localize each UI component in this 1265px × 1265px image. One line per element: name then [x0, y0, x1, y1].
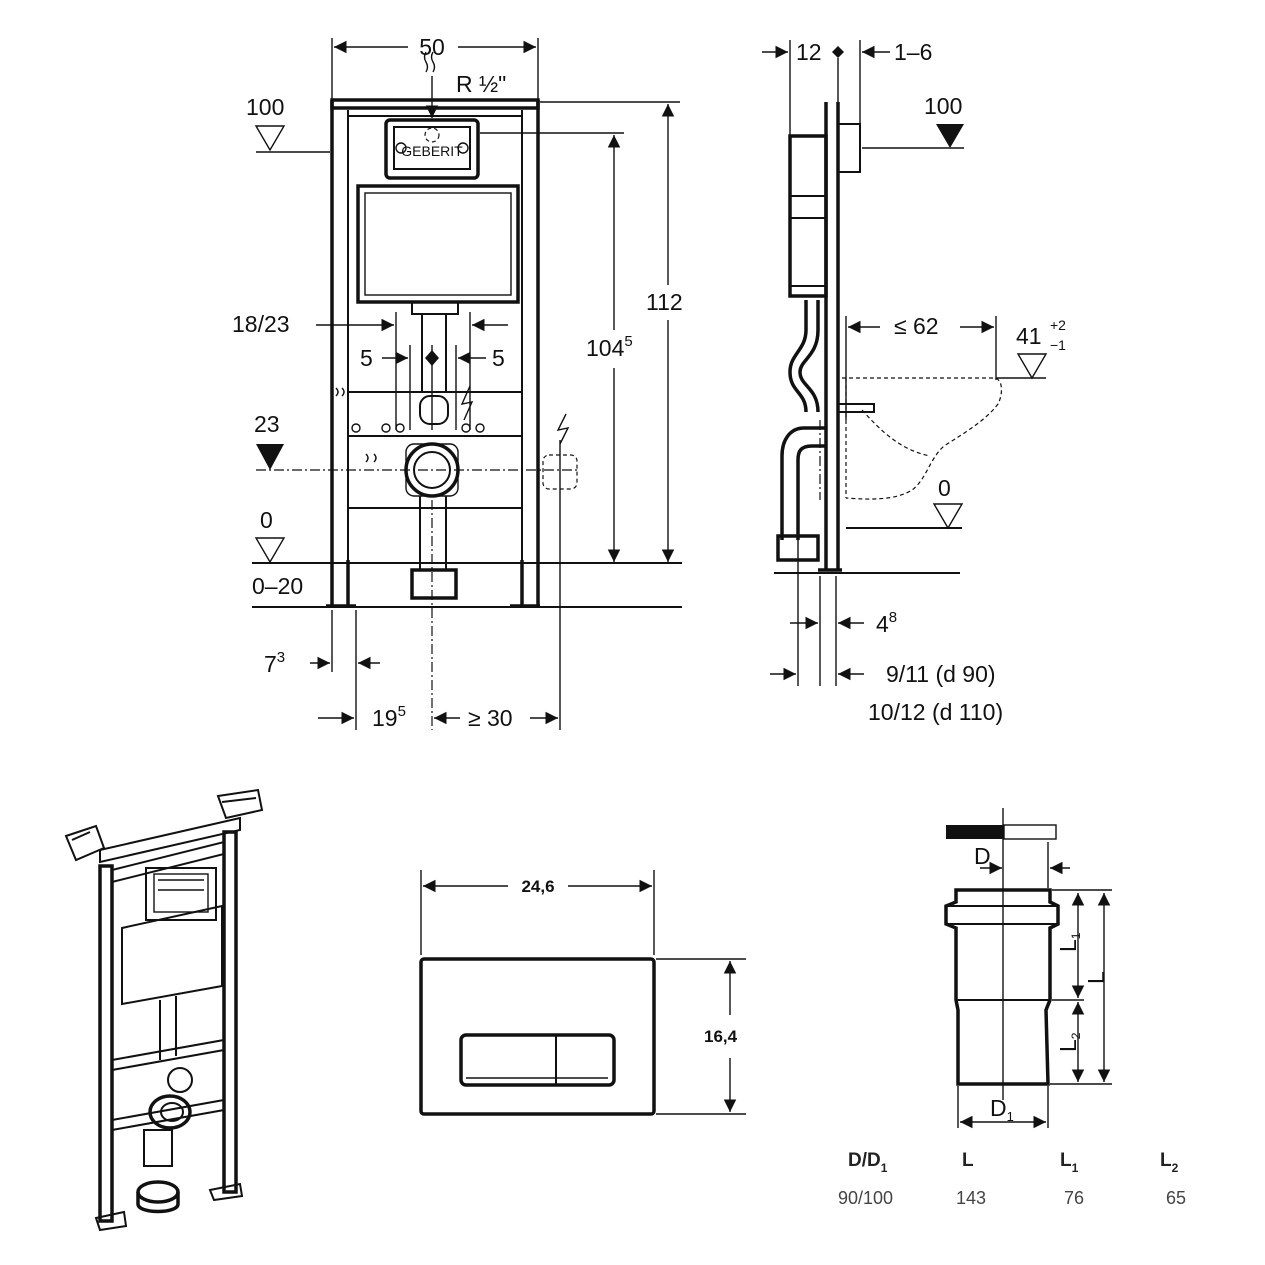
plate-height-label: 16,4	[704, 1027, 738, 1046]
front-level-floor: 0	[260, 507, 273, 533]
foot-offset-label: 73	[264, 649, 285, 677]
svg-text:GEBERIT: GEBERIT	[401, 143, 463, 159]
water-wave-icon-2	[365, 453, 377, 463]
side-clearance-label: ≥ 30	[468, 705, 513, 731]
pipe-offset-110-label: 10/12 (d 110)	[868, 699, 1003, 725]
level-marker-icon	[254, 125, 286, 152]
front-level-top: 100	[246, 94, 284, 120]
axis-offset-label: 195	[372, 703, 406, 731]
table-header-l2: L2	[1160, 1150, 1179, 1175]
table-header-l: L	[962, 1150, 974, 1171]
flush-height-label: 1045	[586, 333, 633, 361]
side-level-top: 100	[924, 93, 962, 119]
offset-left-label: 5	[360, 345, 373, 371]
bowl-height-label: 41	[1016, 323, 1042, 349]
floor-range-label: 0–20	[252, 573, 303, 599]
pipe-fitting-drawing: D L1 L L2 D1	[944, 808, 1112, 1129]
drain-spacing-label: 18/23	[232, 311, 290, 337]
plate-width-label: 24,6	[521, 877, 554, 896]
pipe-l1-label: L1	[1055, 932, 1083, 952]
pipe-d1-label: D1	[990, 1095, 1014, 1124]
bowl-tol-plus: +2	[1050, 317, 1066, 333]
bowl-projection-label: ≤ 62	[894, 313, 939, 339]
frame-isometric-illustration	[64, 788, 264, 1232]
electric-supply-icon	[556, 413, 570, 445]
electric-icon	[460, 385, 474, 421]
water-supply-icon	[423, 51, 436, 73]
side-view: 12 1–6 100 ≤ 62	[762, 39, 1066, 725]
table-value-l1: 76	[1064, 1188, 1084, 1208]
bowl-tol-minus: −1	[1050, 337, 1066, 353]
pipe-d-label: D	[974, 843, 991, 869]
table-header-d: D/D1	[848, 1150, 888, 1175]
frame-depth-label: 48	[876, 609, 897, 637]
front-view: 5 0 R ½" 100 GEBERIT 18/23	[232, 34, 683, 731]
connection-label: R ½"	[456, 71, 506, 97]
front-level-drain: 23	[254, 411, 280, 437]
pipe-dimension-table: D/D1 L L1 L2 90/100 143 76 65	[838, 1150, 1186, 1208]
pipe-offset-90-label: 9/11 (d 90)	[886, 661, 996, 687]
table-value-d: 90/100	[838, 1188, 893, 1208]
offset-right-label: 5	[492, 345, 505, 371]
pipe-l2-label: L2	[1055, 1032, 1083, 1052]
total-height-label: 112	[646, 289, 683, 315]
table-value-l2: 65	[1166, 1188, 1186, 1208]
side-level-floor: 0	[938, 475, 951, 501]
table-header-l1: L1	[1060, 1150, 1079, 1175]
side-depth-label: 12	[796, 39, 822, 65]
side-wall-range-label: 1–6	[894, 39, 932, 65]
water-wave-icon	[335, 387, 345, 397]
flush-plate-drawing: 24,6 16,4	[419, 870, 746, 1116]
table-value-l: 143	[956, 1188, 986, 1208]
pipe-l-label: L	[1083, 971, 1109, 984]
